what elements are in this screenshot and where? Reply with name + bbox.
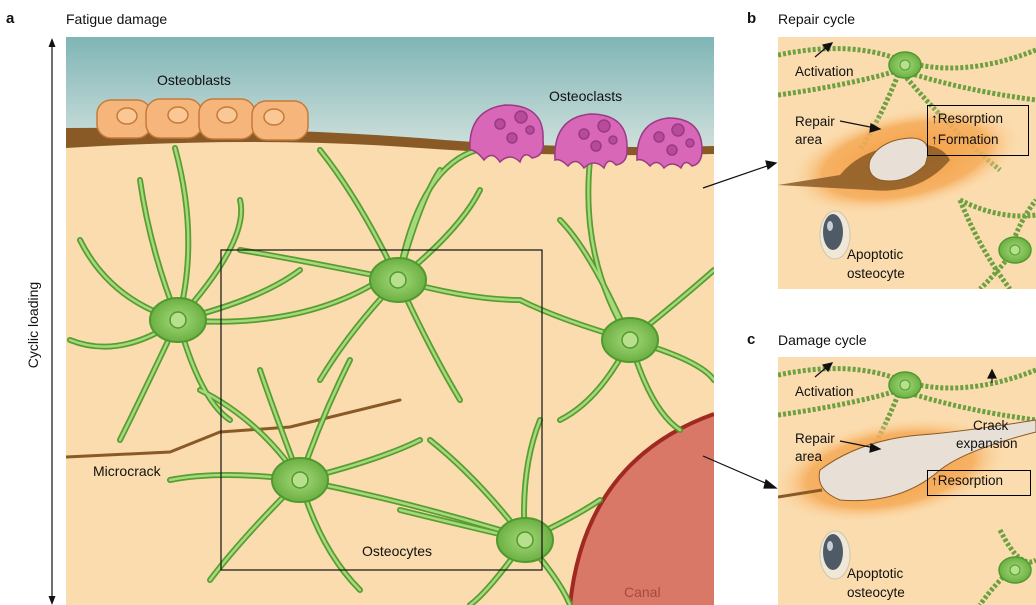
b-label-resorption: ↑Resorption <box>931 111 1003 126</box>
cyclic-loading-arrow <box>49 38 56 605</box>
label-microcrack: Microcrack <box>93 463 161 479</box>
b-label-osteocyte: osteocyte <box>847 266 905 281</box>
label-osteocytes: Osteocytes <box>362 543 432 559</box>
b-label-repair: Repair <box>795 114 835 129</box>
osteocyte-cell <box>150 298 206 342</box>
osteocyte-cell <box>272 458 328 502</box>
osteocyte-cell <box>602 318 658 362</box>
label-cyclic-loading: Cyclic loading <box>25 282 41 368</box>
label-canal: Canal <box>624 584 661 600</box>
panel-a-illustration <box>66 37 714 605</box>
label-osteoblasts: Osteoblasts <box>157 72 231 88</box>
c-label-repair: Repair <box>795 431 835 446</box>
b-label-apoptotic: Apoptotic <box>847 247 903 262</box>
c-label-apoptotic: Apoptotic <box>847 566 903 581</box>
osteocyte-cell <box>370 258 426 302</box>
osteocyte-cell <box>497 518 553 562</box>
b-label-area: area <box>795 132 822 147</box>
c-label-osteocyte: osteocyte <box>847 585 905 600</box>
c-label-crack: Crack <box>973 418 1008 433</box>
osteoblast-cells <box>97 99 308 140</box>
c-label-area: area <box>795 449 822 464</box>
label-osteoclasts: Osteoclasts <box>549 88 622 104</box>
c-label-activation: Activation <box>795 384 854 399</box>
b-label-activation: Activation <box>795 64 854 79</box>
b-label-formation: ↑Formation <box>931 132 999 147</box>
c-label-expansion: expansion <box>956 436 1018 451</box>
c-label-resorption: ↑Resorption <box>931 473 1003 488</box>
